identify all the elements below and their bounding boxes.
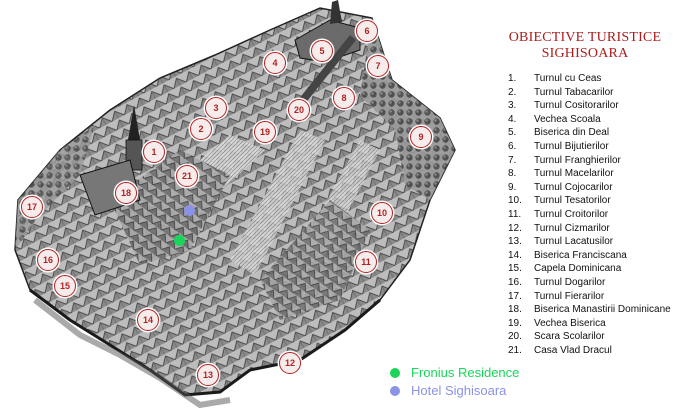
blue-dot-icon bbox=[390, 386, 400, 396]
poi-number: 3. bbox=[508, 100, 517, 112]
poi-name: Turnul Tabacarilor bbox=[534, 86, 614, 98]
poi-item: 12. Turnul Cizmarilor bbox=[508, 222, 698, 236]
poi-number: 12. bbox=[508, 222, 522, 234]
poi-item: 3. Turnul Cositorarilor bbox=[508, 99, 698, 113]
poi-item: 11. Turnul Croitorilor bbox=[508, 208, 698, 222]
map-marker-16[interactable]: 16 bbox=[37, 249, 59, 271]
poi-name: Biserica Franciscana bbox=[534, 249, 627, 261]
map-marker-5[interactable]: 5 bbox=[311, 40, 333, 62]
green-dot-icon bbox=[390, 368, 400, 378]
map-marker-12[interactable]: 12 bbox=[279, 352, 301, 374]
map-title-line1: OBIECTIVE TURISTICE bbox=[508, 30, 662, 45]
map-marker-13[interactable]: 13 bbox=[197, 364, 219, 386]
poi-name: Capela Dominicana bbox=[534, 263, 622, 275]
poi-number: 1. bbox=[508, 73, 517, 84]
poi-name: Turnul Cizmarilor bbox=[534, 222, 610, 234]
poi-list: 1. Turnul cu Ceas 2. Turnul Tabacarilor 3.… bbox=[508, 72, 698, 357]
poi-number: 19. bbox=[508, 317, 522, 329]
map-marker-6[interactable]: 6 bbox=[356, 20, 378, 42]
map-marker-3[interactable]: 3 bbox=[205, 97, 227, 119]
legend-label: Hotel Sighisoara bbox=[411, 383, 507, 398]
poi-name: Turnul Lacatusilor bbox=[534, 236, 614, 248]
map-marker-14[interactable]: 14 bbox=[137, 309, 159, 331]
poi-item: 4. Vechea Scoala bbox=[508, 113, 698, 127]
poi-name: Turnul Fierarilor bbox=[534, 290, 605, 302]
poi-item: 6. Turnul Bijutierilor bbox=[508, 140, 698, 154]
poi-number: 10. bbox=[508, 195, 522, 207]
poi-number: 11. bbox=[508, 208, 522, 220]
poi-name: Biserica Manastirii Dominicane bbox=[534, 304, 671, 316]
poi-number: 15. bbox=[508, 263, 522, 275]
poi-name: Turnul Tesatorilor bbox=[534, 195, 611, 207]
poi-item: 19. Vechea Biserica bbox=[508, 317, 698, 331]
poi-name: Turnul Macelarilor bbox=[534, 168, 614, 180]
map-marker-2[interactable]: 2 bbox=[190, 118, 212, 140]
poi-item: 18. Biserica Manastirii Dominicane bbox=[508, 303, 698, 317]
map-marker-9[interactable]: 9 bbox=[410, 126, 432, 148]
poi-item: 7. Turnul Franghierilor bbox=[508, 154, 698, 168]
poi-name: Casa Vlad Dracul bbox=[534, 344, 612, 356]
map-marker-19[interactable]: 19 bbox=[254, 121, 276, 143]
poi-number: 6. bbox=[508, 140, 517, 152]
poi-item: 17. Turnul Fierarilor bbox=[508, 290, 698, 304]
poi-item: 20. Scara Scolarilor bbox=[508, 330, 698, 344]
poi-name: Turnul Dogarilor bbox=[534, 276, 606, 288]
poi-number: 5. bbox=[508, 127, 517, 139]
poi-name: Vechea Scoala bbox=[534, 113, 601, 125]
poi-item: 10. Turnul Tesatorilor bbox=[508, 194, 698, 208]
poi-item: 15. Capela Dominicana bbox=[508, 262, 698, 276]
poi-number: 8. bbox=[508, 168, 517, 180]
poi-number: 4. bbox=[508, 113, 517, 125]
poi-item: 2. Turnul Tabacarilor bbox=[508, 86, 698, 100]
poi-number: 14. bbox=[508, 249, 522, 261]
poi-number: 16. bbox=[508, 276, 522, 288]
poi-item: 21. Casa Vlad Dracul bbox=[508, 344, 698, 358]
poi-number: 2. bbox=[508, 86, 517, 98]
legend-item-fronius[interactable]: Fronius Residence bbox=[390, 364, 519, 382]
poi-name: Turnul cu Ceas bbox=[534, 73, 602, 84]
legend-label: Fronius Residence bbox=[411, 365, 520, 380]
poi-item: 14. Biserica Franciscana bbox=[508, 249, 698, 263]
map-marker-17[interactable]: 17 bbox=[21, 196, 43, 218]
poi-item: 16. Turnul Dogarilor bbox=[508, 276, 698, 290]
poi-name: Turnul Croitorilor bbox=[534, 208, 609, 220]
poi-number: 18. bbox=[508, 304, 522, 316]
map-marker-15[interactable]: 15 bbox=[54, 275, 76, 297]
map-marker-1[interactable]: 1 bbox=[143, 141, 165, 163]
poi-number: 21. bbox=[508, 344, 522, 356]
poi-item: 8. Turnul Macelarilor bbox=[508, 167, 698, 181]
poi-name: Turnul Franghierilor bbox=[534, 154, 621, 166]
poi-name: Scara Scolarilor bbox=[534, 331, 605, 343]
map-marker-20[interactable]: 20 bbox=[288, 99, 310, 121]
map-marker-7[interactable]: 7 bbox=[367, 55, 389, 77]
map-title-line2: SIGHISOARA bbox=[541, 46, 629, 61]
poi-number: 7. bbox=[508, 154, 517, 166]
map-marker-4[interactable]: 4 bbox=[264, 52, 286, 74]
hotel-sighisoara-dot[interactable] bbox=[183, 204, 195, 216]
poi-item: 13. Turnul Lacatusilor bbox=[508, 235, 698, 249]
poi-number: 13. bbox=[508, 236, 522, 248]
poi-name: Turnul Bijutierilor bbox=[534, 140, 609, 152]
map-marker-8[interactable]: 8 bbox=[333, 87, 355, 109]
citadel-illustration bbox=[14, 0, 456, 409]
map-legend: Fronius Residence Hotel Sighisoara bbox=[390, 364, 519, 400]
poi-item: 1. Turnul cu Ceas bbox=[508, 72, 698, 86]
poi-number: 17. bbox=[508, 290, 522, 302]
poi-number: 20. bbox=[508, 331, 522, 343]
legend-item-hotel-sighisoara[interactable]: Hotel Sighisoara bbox=[390, 382, 519, 400]
citadel-map: 1 2 3 4 5 6 7 8 9 10 11 12 13 14 15 16 1… bbox=[14, 0, 456, 409]
map-title: OBIECTIVE TURISTICE SIGHISOARA bbox=[475, 30, 695, 62]
poi-name: Biserica din Deal bbox=[534, 127, 610, 139]
poi-name: Turnul Cositorarilor bbox=[534, 100, 619, 112]
poi-name: Turnul Cojocarilor bbox=[534, 181, 613, 193]
poi-name: Vechea Biserica bbox=[534, 317, 606, 329]
map-marker-18[interactable]: 18 bbox=[115, 182, 137, 204]
poi-item: 5. Biserica din Deal bbox=[508, 126, 698, 140]
map-marker-10[interactable]: 10 bbox=[371, 202, 393, 224]
fronius-residence-dot[interactable] bbox=[173, 234, 185, 246]
poi-number: 9. bbox=[508, 181, 517, 193]
poi-item: 9. Turnul Cojocarilor bbox=[508, 181, 698, 195]
map-marker-21[interactable]: 21 bbox=[176, 165, 198, 187]
map-marker-11[interactable]: 11 bbox=[355, 251, 377, 273]
